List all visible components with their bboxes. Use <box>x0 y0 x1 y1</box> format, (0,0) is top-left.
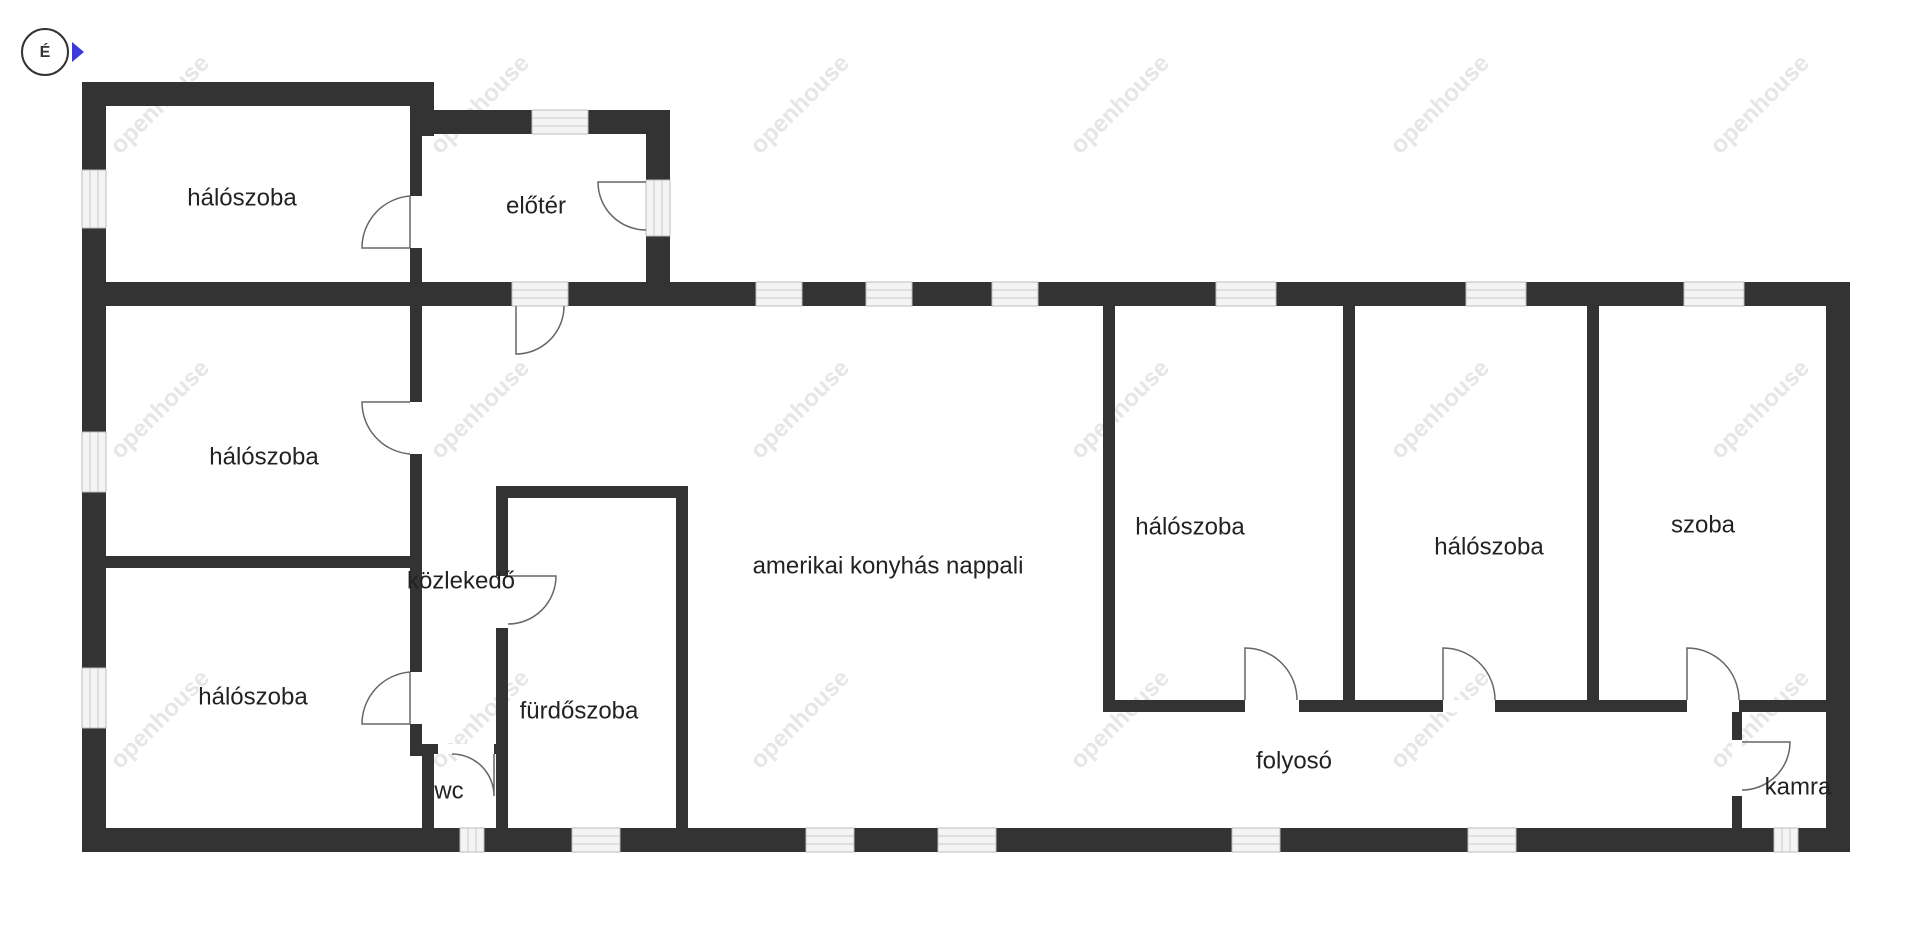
watermark: openhouse <box>1705 665 1815 775</box>
door-swing <box>1244 647 1298 701</box>
door-opening <box>1732 740 1742 796</box>
wall <box>676 486 688 834</box>
wall <box>100 556 416 568</box>
room-label-bedroom-bottom-left: hálószoba <box>198 683 308 710</box>
doors <box>361 181 1791 797</box>
door-opening <box>438 744 494 754</box>
window <box>865 281 913 307</box>
watermark: openhouse <box>1385 665 1495 775</box>
room-label-bathroom: fürdőszoba <box>520 697 639 724</box>
window <box>805 827 855 853</box>
wall <box>1103 300 1115 712</box>
watermark: openhouse <box>1705 50 1815 160</box>
door-swing <box>1686 647 1740 701</box>
watermark: openhouse <box>105 355 215 465</box>
door-swing <box>361 671 411 725</box>
window <box>1773 827 1799 853</box>
room-labels: hálószoba előtér hálószoba hálószoba köz… <box>187 184 1832 804</box>
window <box>1467 827 1517 853</box>
watermark: openhouse <box>745 355 855 465</box>
watermark: openhouse <box>425 665 535 775</box>
window <box>1215 281 1277 307</box>
watermark-layer: openhouse openhouse openhouse openhouse open… <box>105 50 1815 775</box>
wall <box>422 744 434 834</box>
watermark: openhouse <box>425 50 535 160</box>
compass: É <box>21 28 84 76</box>
wall <box>496 486 508 834</box>
window <box>511 281 569 307</box>
door-opening <box>410 196 422 248</box>
door-opening <box>1245 700 1299 712</box>
wall <box>496 486 688 498</box>
room-label-entry: előtér <box>506 192 566 219</box>
door-swing <box>597 181 647 231</box>
watermark: openhouse <box>1065 355 1175 465</box>
wall <box>82 282 1850 306</box>
watermark: openhouse <box>105 665 215 775</box>
window <box>991 281 1039 307</box>
watermark: openhouse <box>1065 665 1175 775</box>
door-opening <box>410 402 422 454</box>
window <box>1465 281 1527 307</box>
window <box>1231 827 1281 853</box>
room-label-bedroom-right-2: hálószoba <box>1434 533 1544 560</box>
room-label-wc: wc <box>433 777 463 804</box>
window <box>1683 281 1745 307</box>
window <box>81 431 107 493</box>
room-label-hallway: folyosó <box>1256 747 1332 774</box>
window <box>81 667 107 729</box>
watermark: openhouse <box>1065 50 1175 160</box>
door-opening <box>1687 700 1739 712</box>
wall <box>1587 300 1599 712</box>
room-label-bedroom-top-left: hálószoba <box>187 184 297 211</box>
window <box>937 827 997 853</box>
window <box>571 827 621 853</box>
door-opening <box>1443 700 1495 712</box>
window <box>81 169 107 229</box>
door-swing <box>515 305 565 355</box>
compass-arrow-icon <box>72 42 84 62</box>
compass-label: É <box>40 42 51 61</box>
walls <box>82 82 1850 852</box>
window <box>459 827 485 853</box>
room-label-room-right: szoba <box>1671 511 1736 538</box>
watermark: openhouse <box>1385 355 1495 465</box>
watermark: openhouse <box>1385 50 1495 160</box>
door-swing <box>507 575 557 625</box>
door-swing <box>361 401 411 455</box>
compass-circle <box>21 28 69 76</box>
watermark: openhouse <box>745 665 855 775</box>
door-swing <box>1741 741 1791 791</box>
door-swing <box>1442 647 1496 701</box>
wall <box>82 82 434 106</box>
room-label-bedroom-mid-left: hálószoba <box>209 443 319 470</box>
window <box>645 179 671 237</box>
watermark: openhouse <box>1705 355 1815 465</box>
door-swing <box>451 753 495 797</box>
wall <box>1826 282 1850 852</box>
window <box>755 281 803 307</box>
watermark: openhouse <box>425 355 535 465</box>
room-label-living-kitchen: amerikai konyhás nappali <box>753 552 1024 579</box>
room-label-pantry: kamra <box>1765 773 1832 800</box>
door-swing <box>361 195 411 249</box>
room-label-corridor-left: közlekedő <box>407 567 515 594</box>
door-opening <box>496 576 508 628</box>
room-label-bedroom-right-1: hálószoba <box>1135 513 1245 540</box>
windows <box>81 109 1799 853</box>
watermark: openhouse <box>745 50 855 160</box>
door-opening <box>410 672 422 724</box>
wall <box>1343 300 1355 712</box>
window <box>531 109 589 135</box>
